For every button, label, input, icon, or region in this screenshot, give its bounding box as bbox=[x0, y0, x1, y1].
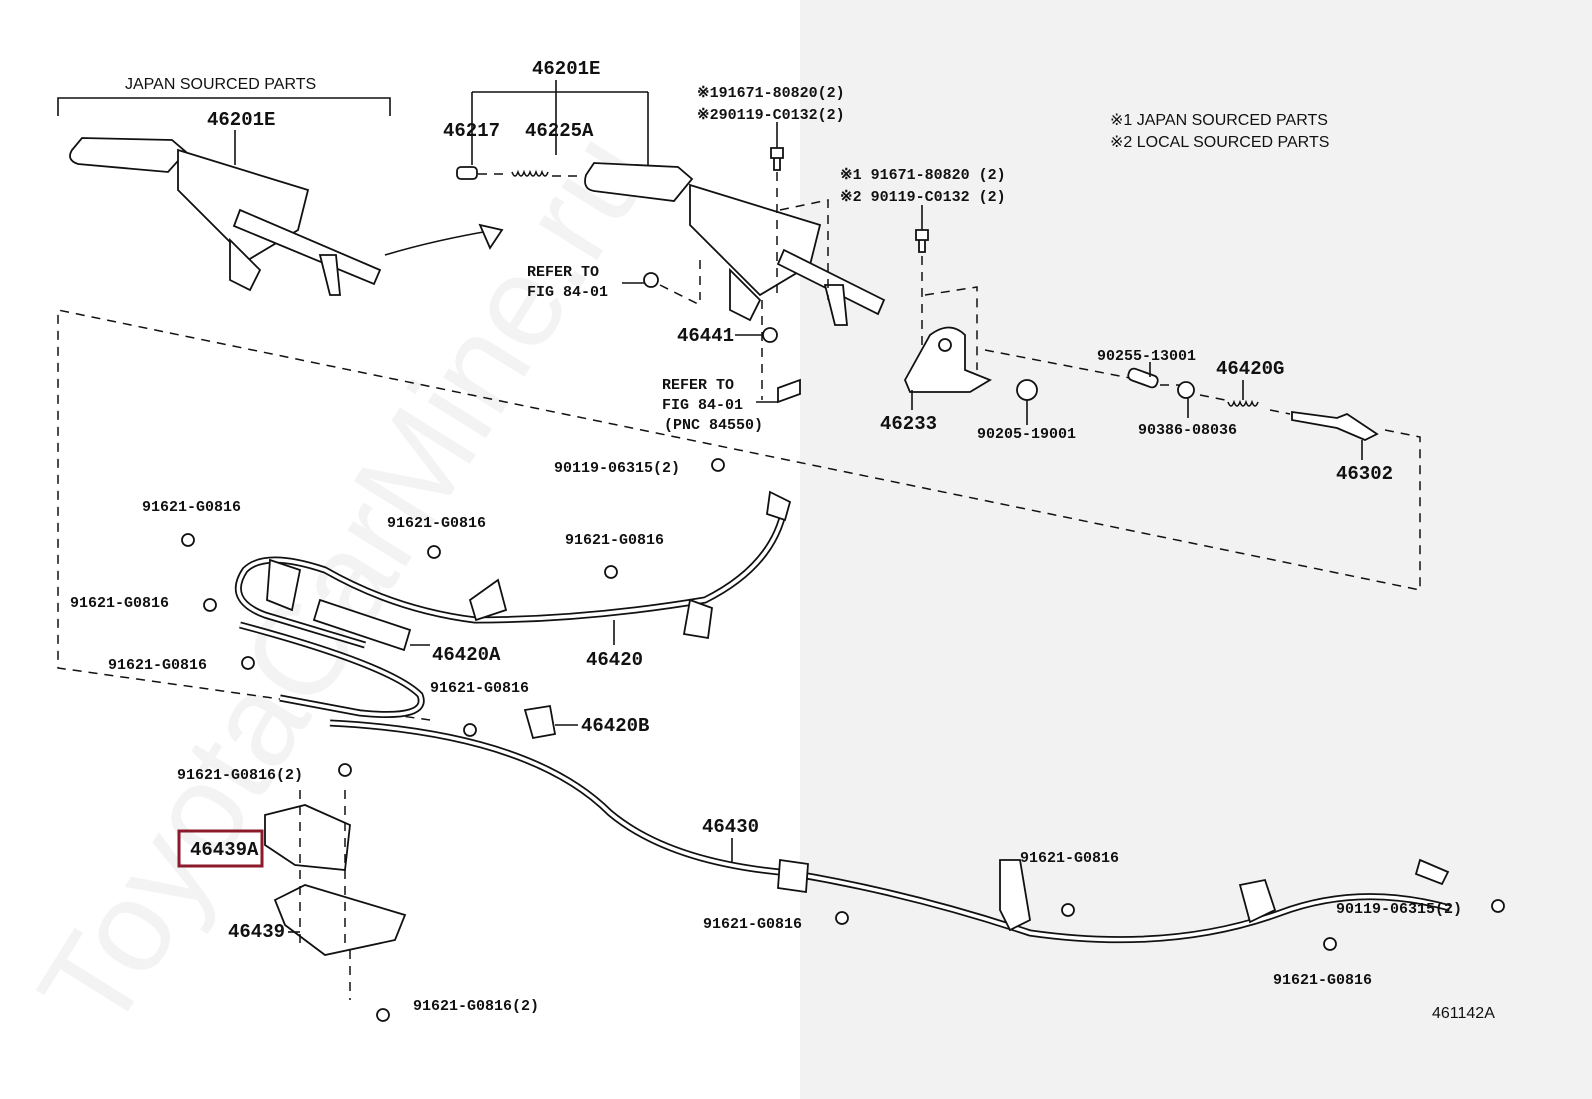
part-91621-G0816: 91621-G0816 bbox=[1273, 972, 1372, 989]
part-46225A: 46225A bbox=[525, 120, 594, 142]
part-46225A-spring bbox=[511, 169, 549, 177]
part-46420B: 46420B bbox=[581, 715, 649, 737]
part-91621-G0816: 91621-G0816 bbox=[142, 499, 241, 516]
part-46217-cap bbox=[456, 166, 478, 180]
bolt-note-3: ※1 91671-80820 (2) bbox=[840, 167, 1006, 184]
cable-clamp bbox=[999, 859, 1031, 932]
part-46439A-guard bbox=[264, 804, 351, 871]
refer-note-1-line2: FIG 84-01 bbox=[527, 284, 608, 301]
refer-note-2-line2: FIG 84-01 bbox=[662, 397, 743, 414]
bolt-icon bbox=[915, 229, 929, 253]
part-90119-06315-right: 90119-06315(2) bbox=[1336, 901, 1462, 918]
bolt-icons bbox=[181, 458, 1505, 1022]
part-46302: 46302 bbox=[1336, 463, 1393, 485]
part-46420A: 46420A bbox=[432, 644, 501, 666]
part-91621-G0816: 91621-G0816 bbox=[703, 916, 802, 933]
cable-clamp bbox=[312, 598, 412, 652]
top-bracket bbox=[471, 80, 649, 168]
bolt-note-1: ※191671-80820(2) bbox=[697, 85, 845, 102]
part-46420B-clip bbox=[523, 704, 557, 740]
part-90119-06315-top: 90119-06315(2) bbox=[554, 460, 680, 477]
part-90255-pin bbox=[1127, 367, 1159, 389]
refer-note-2-line1: REFER TO bbox=[662, 377, 734, 394]
lever-assembly-top bbox=[584, 162, 886, 326]
part-46217: 46217 bbox=[443, 120, 500, 142]
part-90255-13001: 90255-13001 bbox=[1097, 348, 1196, 365]
part-46430: 46430 bbox=[702, 816, 759, 838]
part-91621-G0816: 91621-G0816 bbox=[1020, 850, 1119, 867]
cable-46420 bbox=[234, 504, 789, 649]
bolt-icon bbox=[770, 147, 784, 171]
part-46302-equalizer bbox=[1291, 410, 1379, 441]
part-46420G: 46420G bbox=[1216, 358, 1284, 380]
refer-note-1-line1: REFER TO bbox=[527, 264, 599, 281]
cable-46420A bbox=[239, 621, 425, 719]
japan-bracket bbox=[57, 97, 391, 116]
legend-note-2: ※2 LOCAL SOURCED PARTS bbox=[1110, 134, 1329, 151]
part-91621-G0816: 91621-G0816 bbox=[565, 532, 664, 549]
bolt-icon bbox=[643, 272, 659, 288]
refer-note-2-line3: (PNC 84550) bbox=[664, 417, 763, 434]
part-46201E-top: 46201E bbox=[532, 58, 600, 80]
lever-assembly-left bbox=[69, 130, 382, 296]
bolt-note-2: ※290119-C0132(2) bbox=[697, 107, 845, 124]
cable-end bbox=[1414, 858, 1450, 886]
cable-clamp bbox=[468, 578, 508, 622]
part-91621-G0816: 91621-G0816 bbox=[387, 515, 486, 532]
legend-note-1: ※1 JAPAN SOURCED PARTS bbox=[1110, 112, 1328, 129]
part-46420G-spring bbox=[1227, 399, 1259, 407]
part-91621-G0816: 91621-G0816 bbox=[108, 657, 207, 674]
right-panel-background bbox=[800, 0, 1592, 1099]
part-90386-08036: 90386-08036 bbox=[1138, 422, 1237, 439]
cable-46430 bbox=[329, 719, 1451, 944]
part-90205-19001: 90205-19001 bbox=[977, 426, 1076, 443]
part-91621-G0816-qty2: 91621-G0816(2) bbox=[413, 998, 539, 1015]
bolt-note-4: ※2 90119-C0132 (2) bbox=[840, 189, 1006, 206]
part-46441: 46441 bbox=[677, 325, 734, 347]
part-91621-G0816: 91621-G0816 bbox=[70, 595, 169, 612]
part-46201E-left: 46201E bbox=[207, 109, 275, 131]
cable-clamp bbox=[777, 858, 809, 894]
part-91621-G0816-qty2: 91621-G0816(2) bbox=[177, 767, 303, 784]
cable-end bbox=[766, 490, 792, 522]
part-46441-bushing bbox=[762, 327, 778, 343]
highlight-box bbox=[177, 829, 264, 868]
part-90205-washer bbox=[1016, 379, 1038, 401]
part-46233-bracket bbox=[904, 326, 993, 393]
cable-clamp bbox=[266, 558, 302, 612]
part-46439A[interactable]: 46439A bbox=[190, 839, 259, 861]
switch-icon bbox=[777, 378, 801, 404]
part-46420: 46420 bbox=[586, 649, 643, 671]
arrow-head-icon bbox=[478, 223, 504, 250]
diagram-id: 461142A bbox=[1432, 1005, 1495, 1022]
japan-sourced-header: JAPAN SOURCED PARTS bbox=[125, 76, 316, 93]
part-90386-bushing bbox=[1177, 381, 1195, 399]
part-91621-G0816: 91621-G0816 bbox=[430, 680, 529, 697]
part-46439-guard bbox=[273, 884, 407, 956]
cable-clamp bbox=[682, 598, 713, 640]
part-46439: 46439 bbox=[228, 921, 285, 943]
part-46233: 46233 bbox=[880, 413, 937, 435]
cable-clamp bbox=[1238, 878, 1277, 924]
